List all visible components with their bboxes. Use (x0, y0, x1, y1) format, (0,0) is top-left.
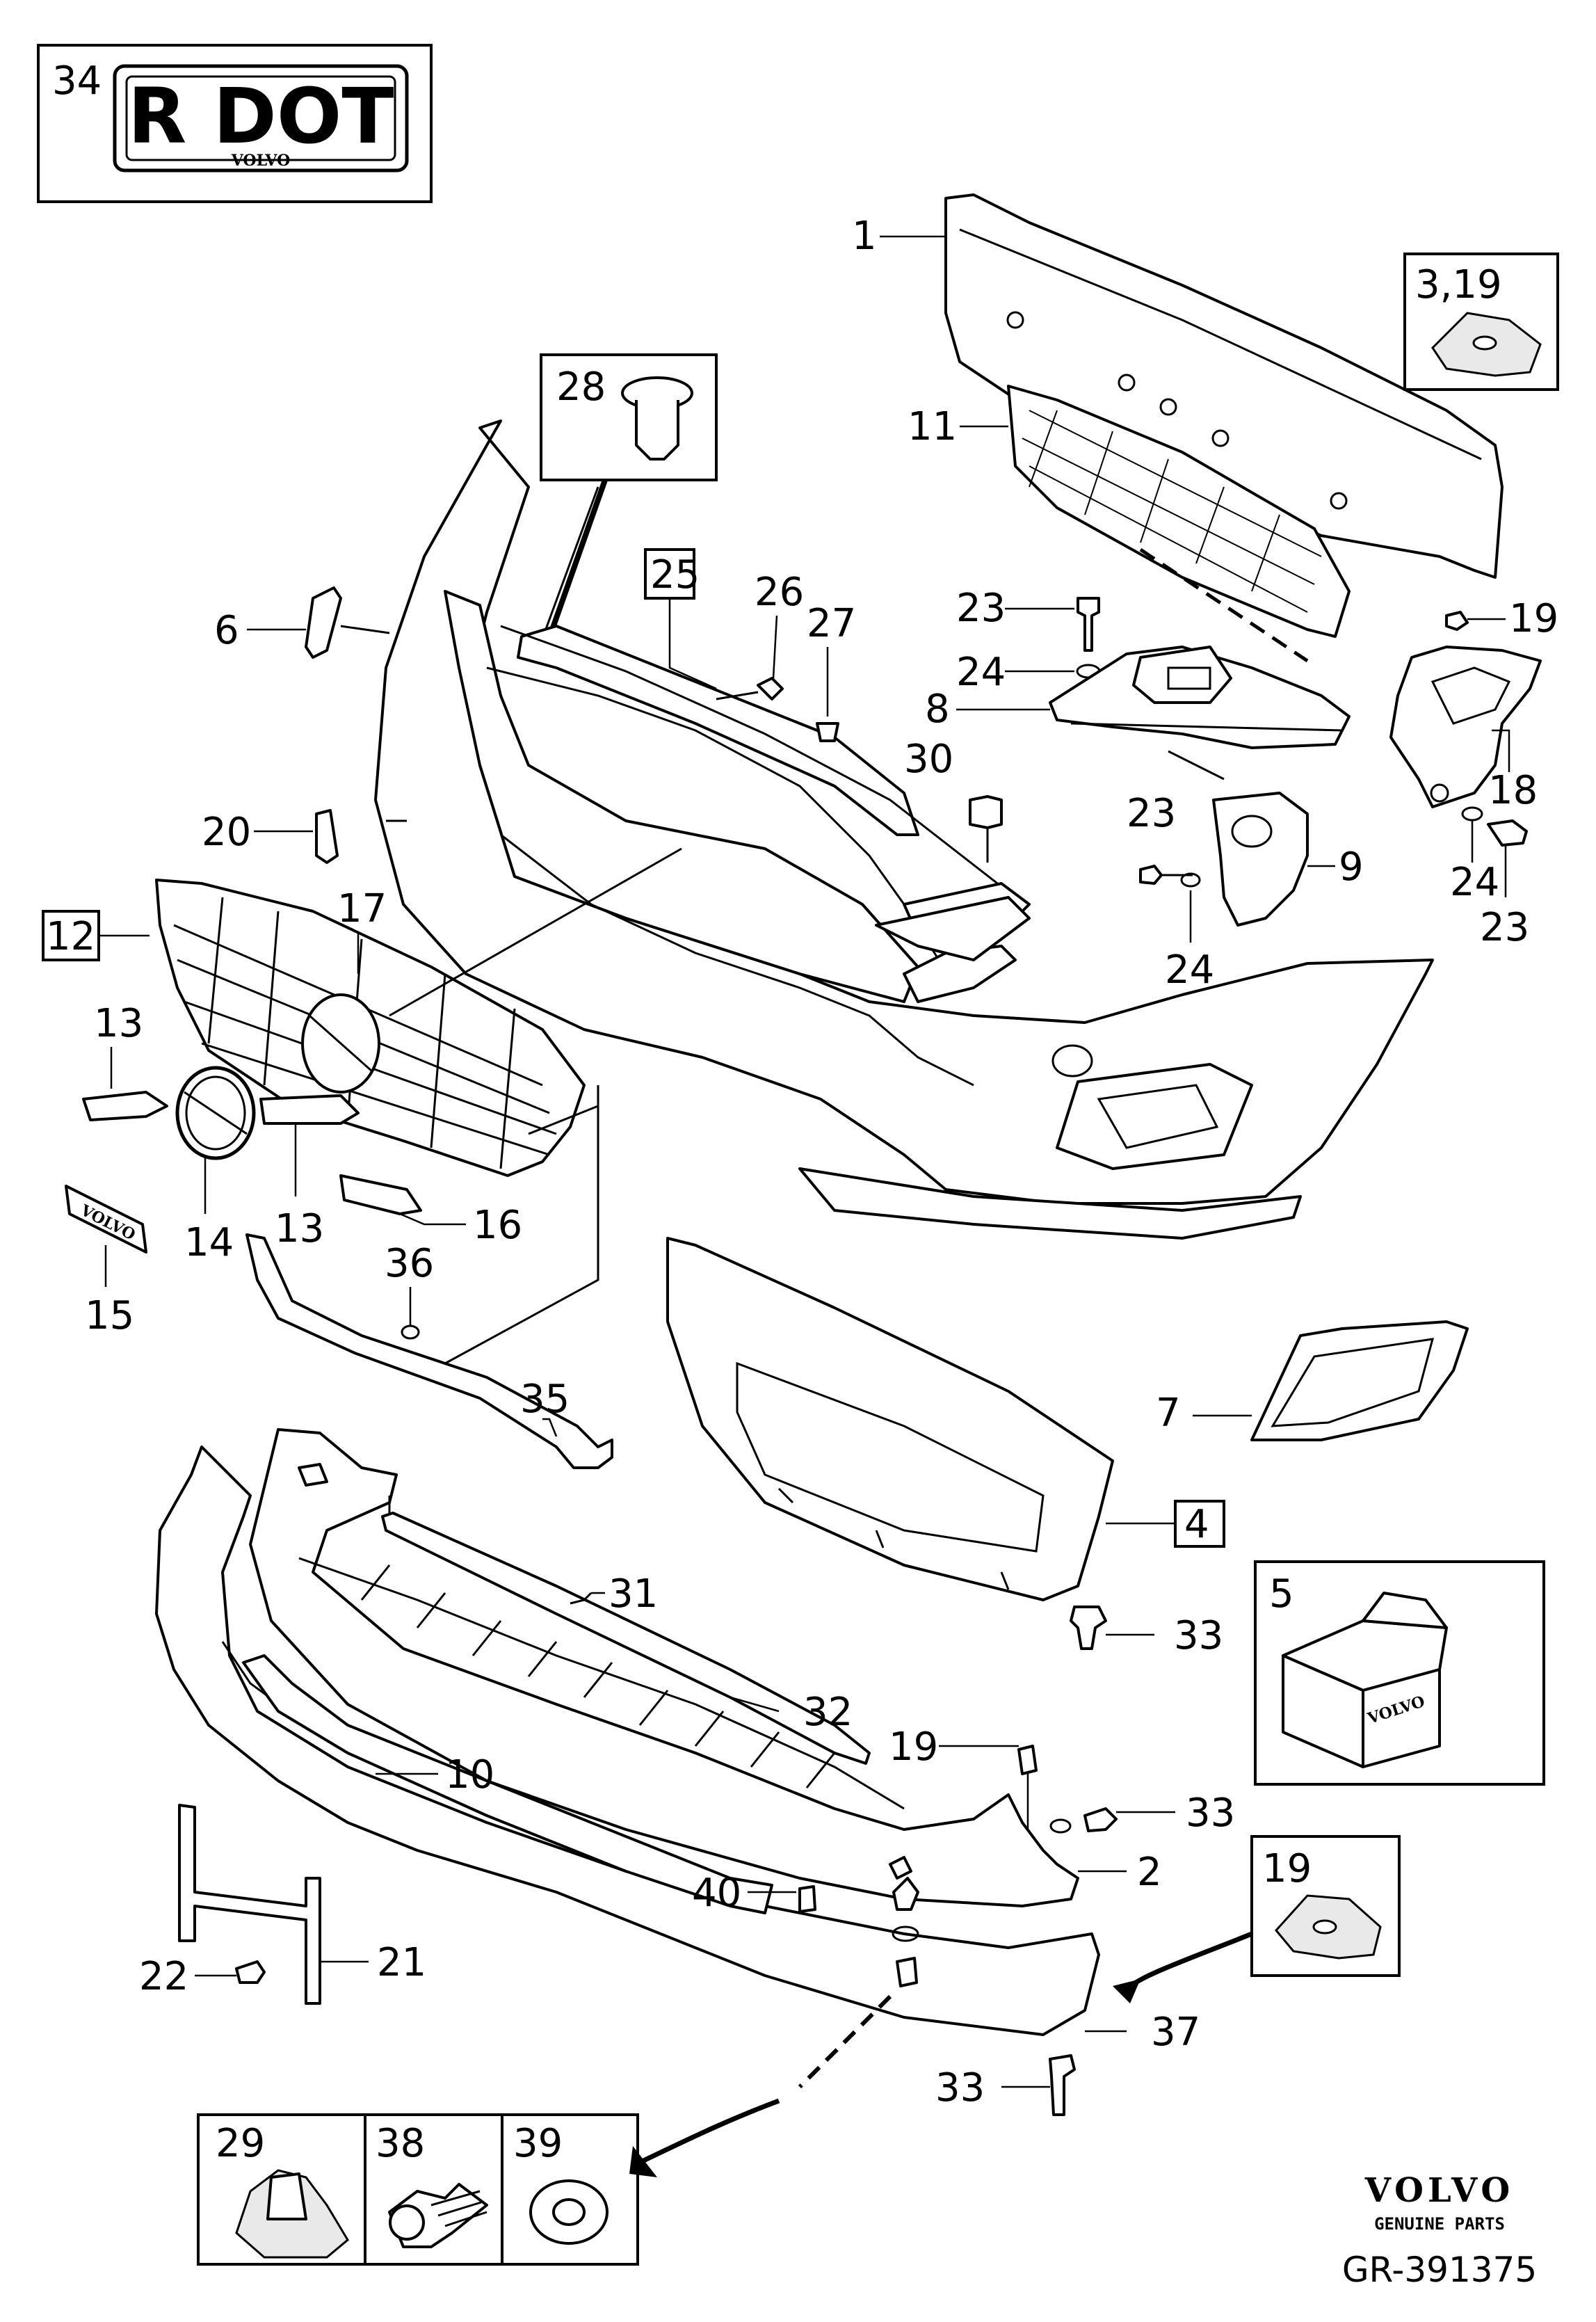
part-emblem-14: 14 (175, 1066, 256, 1265)
callout-24-b: 24 (1165, 947, 1214, 993)
footer-code: GR-391375 (1342, 2250, 1537, 2290)
callout-24-c: 24 (1450, 860, 1499, 905)
callout-23-b: 23 (1127, 791, 1176, 836)
callout-19-b: 19 (889, 1724, 938, 1770)
part-bumper-cover (374, 419, 1434, 1240)
license-plate-inset: 34 R DOT VOLVO (37, 44, 433, 203)
part-bracket-18: 19 18 24 23 (1389, 596, 1558, 950)
clip-26-27: 26 27 (716, 570, 856, 742)
part-trim-13-right: 13 (259, 1094, 360, 1251)
part-trim-16: 16 (339, 1174, 522, 1248)
callout-1: 1 (852, 214, 877, 259)
callout-34: 34 (52, 58, 102, 104)
callout-10: 10 (445, 1752, 494, 1797)
packaging-inset-5: 5 VOLVO (1254, 1560, 1545, 1786)
plate-brand: VOLVO (231, 152, 291, 170)
callout-4: 4 (1184, 1502, 1209, 1547)
callout-25: 25 (650, 552, 700, 598)
callout-9: 9 (1339, 844, 1364, 890)
callout-19-a: 19 (1509, 596, 1558, 641)
callout-24-a: 24 (956, 650, 1006, 695)
callout-2: 2 (1137, 1850, 1162, 1895)
callout-13-a: 13 (94, 1001, 143, 1046)
callout-6: 6 (214, 608, 239, 653)
part-trim-13-left: 13 (82, 1001, 168, 1121)
callout-31: 31 (608, 1571, 658, 1617)
callout-35: 35 (520, 1377, 570, 1422)
clip-30: 30 (904, 737, 1003, 863)
part-side-marker-20: 20 (202, 809, 407, 864)
callout-16: 16 (473, 1203, 522, 1248)
callout-18: 18 (1488, 768, 1538, 813)
callout-22: 22 (139, 1954, 188, 1999)
callout-13-b: 13 (275, 1206, 324, 1251)
part-strip-32: 31 32 (381, 1512, 871, 1765)
part-bracket-9: 23 9 24 (1127, 791, 1364, 993)
callout-14: 14 (184, 1220, 234, 1265)
clip-inset-28: 28 (534, 353, 718, 659)
part-lower-mesh-grille: 11 (908, 385, 1351, 663)
part-fog-cover-7: 7 (1156, 1320, 1469, 1441)
callout-33-b: 33 (1186, 1791, 1235, 1836)
fasteners-19-33: 19 33 (889, 1724, 1235, 1836)
part-front-spoiler-37: 10 37 (155, 1446, 1200, 2055)
callout-39: 39 (513, 2121, 563, 2166)
footer-subtitle: GENUINE PARTS (1374, 2214, 1505, 2234)
footer-brand: VOLVO GENUINE PARTS GR-391375 (1342, 2171, 1537, 2290)
fasteners-center: 40 (692, 1871, 919, 2089)
callout-21: 21 (377, 1940, 426, 1985)
plate-text: R DOT (128, 72, 394, 161)
callout-20: 20 (202, 810, 251, 855)
callout-33-a: 33 (1174, 1613, 1223, 1658)
callout-12: 12 (46, 914, 95, 959)
clip-inset-19: 19 (1113, 1835, 1401, 2003)
callout-26: 26 (755, 570, 804, 615)
callout-11: 11 (908, 404, 957, 449)
part-reinforcement-bar: 1 (852, 193, 1504, 579)
bolt-33-a: 33 (1070, 1606, 1223, 1658)
callout-37: 37 (1151, 2010, 1200, 2055)
callout-17: 17 (337, 886, 387, 931)
part-badge-15: VOLVO 15 (65, 1185, 147, 1338)
callout-29: 29 (216, 2121, 265, 2166)
callout-28: 28 (556, 365, 606, 410)
callout-19-c: 19 (1262, 1846, 1312, 1891)
part-strip-35: 36 35 (245, 1085, 613, 1469)
part-bracket-8: 23 24 8 (925, 586, 1351, 780)
footer-logo: VOLVO (1364, 2171, 1514, 2210)
callout-3-19: 3,19 (1415, 262, 1502, 307)
callout-33-c: 33 (935, 2065, 985, 2111)
callout-38: 38 (376, 2121, 425, 2166)
callout-27: 27 (807, 601, 856, 646)
callout-7: 7 (1156, 1391, 1181, 1436)
callout-30: 30 (904, 737, 953, 782)
callout-40: 40 (692, 1871, 741, 1916)
callout-group-25: 25 (644, 548, 717, 690)
callout-36: 36 (385, 1241, 434, 1286)
part-side-marker-6: 6 (214, 586, 390, 659)
fastener-inset-29-38-39: 29 38 39 (197, 2098, 780, 2266)
callout-32: 32 (803, 1690, 853, 1735)
part-front-grille-12: 12 17 (42, 847, 682, 1177)
part-bracket-21: 21 22 (139, 1804, 426, 2005)
part-lower-grille-frame-4: 4 (666, 1237, 1225, 1601)
bolt-33-c: 33 (935, 2054, 1076, 2116)
callout-15: 15 (85, 1293, 134, 1338)
callout-23-c: 23 (1480, 905, 1529, 950)
callout-23-a: 23 (956, 586, 1006, 631)
clip-inset-3-19: 3,19 (1403, 253, 1559, 391)
callout-5: 5 (1269, 1571, 1294, 1617)
callout-8: 8 (925, 687, 950, 732)
